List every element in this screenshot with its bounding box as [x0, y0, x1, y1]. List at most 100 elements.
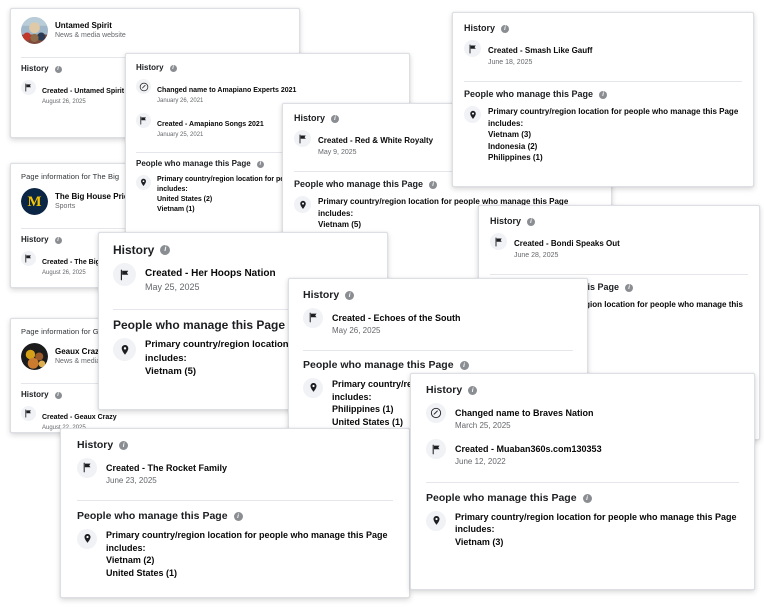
manage-title: People who manage this Page i [426, 493, 739, 504]
history-title: History i [490, 217, 748, 226]
info-icon[interactable]: i [582, 493, 592, 503]
manage-title: People who manage this Page i [136, 160, 399, 168]
info-icon[interactable]: i [256, 160, 264, 168]
manage-lead: Primary country/region location for peop… [145, 339, 387, 351]
manage-location: United States (1) [332, 417, 404, 428]
svg-text:M: M [27, 194, 41, 210]
page-identity[interactable]: M The Big House Pride Sports [21, 188, 289, 215]
manage-locations: Primary country/region location for peop… [157, 175, 376, 215]
page-identity-text: The Big House Pride Sports [55, 192, 133, 211]
page-info-card-the-rocket-family[interactable]: History i Created - The Rocket Family Ju… [60, 428, 410, 598]
history-section: History i Created - Echoes of the South … [289, 279, 587, 342]
history-section: History i Created - Her Hoops Nation May… [99, 233, 387, 301]
history-entry-body: Created - Muaban360s.com130353 June 12, … [455, 439, 602, 468]
history-entry-body: Created - Amapiano Songs 2021 January 25… [157, 113, 264, 139]
section-divider [77, 500, 393, 502]
page-name: Geaux Crazy [55, 346, 104, 356]
page-identity-text: Geaux Crazy News & media website [55, 347, 126, 366]
history-label: History [490, 216, 522, 226]
manage-label: People who manage this Page [77, 510, 228, 523]
info-icon[interactable]: i [233, 512, 243, 522]
page-category: Sports [55, 202, 76, 210]
history-entry-date: June 28, 2025 [514, 252, 559, 259]
history-label: History [294, 113, 326, 123]
manage-location: Philippines (1) [488, 152, 543, 162]
history-entry-body: Created - The Rocket Family June 23, 202… [106, 458, 227, 487]
flag-icon [426, 439, 446, 460]
history-entry-body: Changed name to Braves Nation March 25, … [455, 403, 594, 432]
history-entry: Created - Amapiano Songs 2021 January 25… [136, 113, 399, 139]
manage-title: People who manage this Page i [303, 360, 573, 371]
info-icon[interactable]: i [54, 65, 62, 73]
info-icon[interactable]: i [429, 180, 438, 189]
history-label: History [136, 63, 164, 72]
history-entry: Created - The Rocket Family June 23, 202… [77, 457, 393, 487]
history-entry-title: Created - Amapiano Songs 2021 [157, 121, 264, 129]
history-section: History i Changed name to Amapiano Exper… [126, 54, 409, 144]
manage-location: Indonesia (2) [488, 141, 538, 151]
history-title: History i [303, 290, 573, 301]
history-entry-title: Changed name to Amapiano Experts 2021 [157, 87, 297, 94]
info-icon[interactable]: i [599, 90, 608, 99]
history-entry-body: Created - Red & White Royalty May 9, 202… [318, 130, 433, 157]
history-title: History i [21, 236, 289, 244]
manage-locations: Primary country/region location for peop… [145, 338, 387, 378]
info-icon[interactable]: i [54, 391, 62, 399]
manage-location: United States (1) [106, 568, 178, 579]
history-section: History i Created - Untamed Spirit Augus… [11, 58, 299, 111]
history-entry-date: June 12, 2022 [455, 457, 506, 467]
info-icon[interactable]: i [54, 236, 62, 244]
history-title: History i [113, 244, 373, 256]
info-icon[interactable]: i [527, 217, 536, 226]
history-entry-title: Created - Untamed Spirit [42, 88, 125, 95]
history-entry-body: Created - Her Hoops Nation May 25, 2025 [145, 263, 276, 293]
info-icon[interactable]: i [459, 361, 469, 371]
history-entry-title: Created - Her Hoops Nation [145, 268, 276, 279]
history-title: History i [294, 114, 600, 123]
info-icon[interactable]: i [468, 385, 478, 395]
info-icon[interactable]: i [331, 114, 340, 123]
location-pin-icon [426, 510, 446, 531]
history-label: History [113, 243, 155, 257]
avatar [21, 343, 48, 370]
manage-section: People who manage this Page i Primary co… [411, 483, 754, 555]
manage-section: People who manage this Page i Primary co… [453, 82, 753, 169]
page-info-card-smash-like-gauff[interactable]: History i Created - Smash Like Gauff Jun… [452, 12, 754, 187]
info-icon[interactable]: i [501, 24, 510, 33]
manage-location: Philippines (1) [332, 404, 394, 415]
history-entry-date: January 25, 2021 [157, 132, 204, 139]
history-entry-body: Created - The Big August 26, 2025 [42, 251, 100, 277]
manage-locations: Primary country/region location for peop… [455, 511, 737, 549]
page-info-card-braves-nation[interactable]: History i Changed name to Braves Nation … [410, 373, 755, 590]
manage-title: People who manage this Page i [77, 511, 393, 522]
section-divider [136, 152, 399, 154]
section-divider [426, 482, 739, 484]
history-label: History [426, 384, 463, 396]
manage-location: Vietnam (3) [455, 537, 504, 548]
history-entry-title: Created - Echoes of the South [332, 312, 461, 323]
page-identity[interactable]: Untamed Spirit News & media website [21, 17, 289, 44]
manage-lead-includes: includes: [332, 391, 372, 402]
manage-lead-includes: includes: [106, 542, 146, 553]
info-icon[interactable]: i [169, 64, 177, 72]
history-entry-title: Created - Geaux Crazy [42, 414, 117, 421]
flag-icon [113, 263, 136, 286]
history-label: History [21, 390, 49, 399]
info-icon[interactable]: i [160, 245, 171, 255]
manage-label: People who manage this Page [303, 359, 454, 372]
history-title: History i [136, 64, 399, 72]
history-entry: Created - Echoes of the South May 26, 20… [303, 307, 573, 337]
page-identity[interactable]: Geaux Crazy News & media website [21, 343, 289, 370]
history-entry-body: Changed name to Amapiano Experts 2021 Ja… [157, 79, 296, 105]
info-icon[interactable]: i [625, 283, 634, 292]
manage-title: People who manage this Page i [464, 90, 742, 99]
page-name: Untamed Spirit [55, 20, 112, 30]
manage-entry: Primary country/region location for peop… [113, 338, 387, 378]
location-pin-icon [77, 528, 97, 549]
info-icon[interactable]: i [345, 290, 355, 300]
history-entry-date: March 25, 2025 [455, 420, 511, 430]
section-divider [303, 350, 573, 352]
info-icon[interactable]: i [119, 440, 129, 450]
history-entry-title: Created - Bondi Speaks Out [514, 239, 620, 248]
